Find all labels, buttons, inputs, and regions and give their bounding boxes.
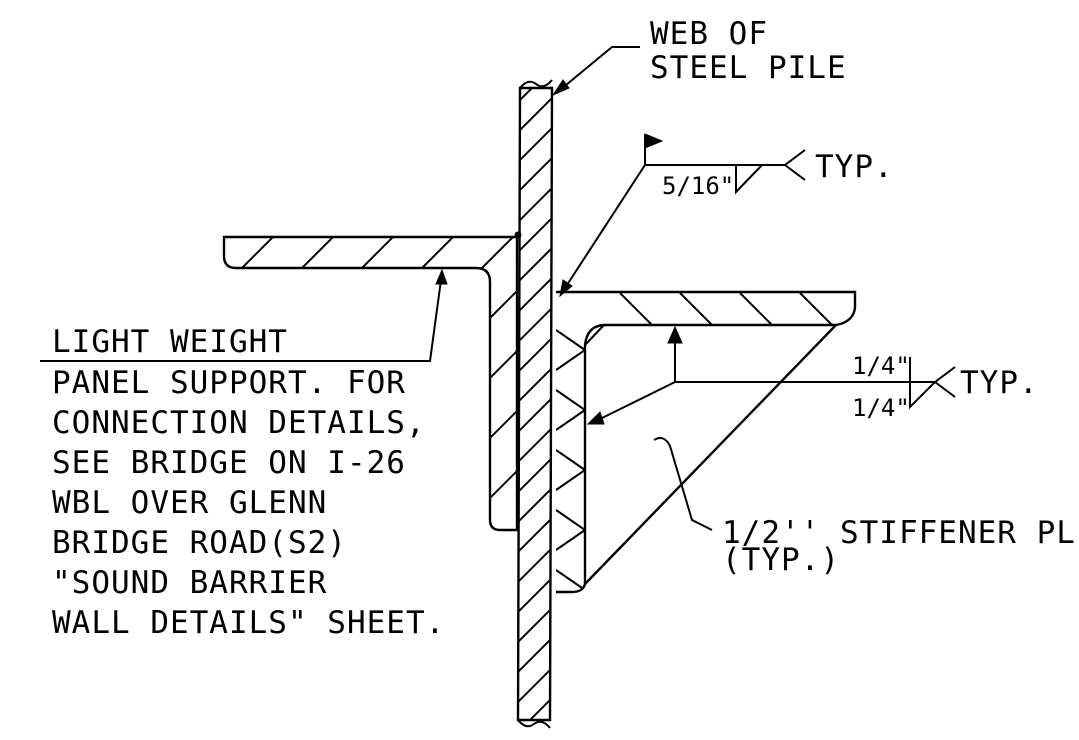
fillet-weld-symbol-upper [559,133,806,298]
web-leader [551,46,640,97]
weld-typ-upper: TYP. [815,149,894,185]
panel-note-line: WBL OVER GLENN [52,485,327,521]
weld-size-lower-other-side: 1/4" [852,394,910,422]
steel-pile-web [516,79,554,729]
weld-size-lower-arrow-side: 1/4" [852,352,910,380]
panel-note-line: BRIDGE ROAD(S2) [52,525,347,561]
stiffener-label-line2: (TYP.) [722,542,840,578]
panel-note-line: PANEL SUPPORT. FOR [52,365,406,401]
weld-typ-lower: TYP. [960,365,1039,401]
weld-size-upper: 5/16" [662,172,734,200]
panel-note-line: CONNECTION DETAILS, [52,405,426,441]
stiffened-seat-angle [556,290,857,594]
stiffener-leader [653,437,713,531]
panel-support-angle [222,231,522,532]
web-label: WEB OF STEEL PILE [650,16,847,86]
web-label-line1: WEB OF [650,16,768,52]
panel-note-line: SEE BRIDGE ON I-26 [52,445,406,481]
fillet-weld-symbol-lower [586,325,956,425]
panel-note-line: LIGHT WEIGHT [52,324,288,360]
panel-note-line: WALL DETAILS" SHEET. [52,605,445,641]
stiffener-label: 1/2'' STIFFENER PL (TYP.) [722,515,1076,578]
stiffener-label-line1: 1/2'' STIFFENER PL [722,515,1076,551]
panel-support-leader [40,268,448,362]
web-label-line2: STEEL PILE [650,50,847,86]
panel-support-note: LIGHT WEIGHT PANEL SUPPORT. FOR CONNECTI… [52,324,445,641]
panel-note-line: "SOUND BARRIER [52,565,327,601]
